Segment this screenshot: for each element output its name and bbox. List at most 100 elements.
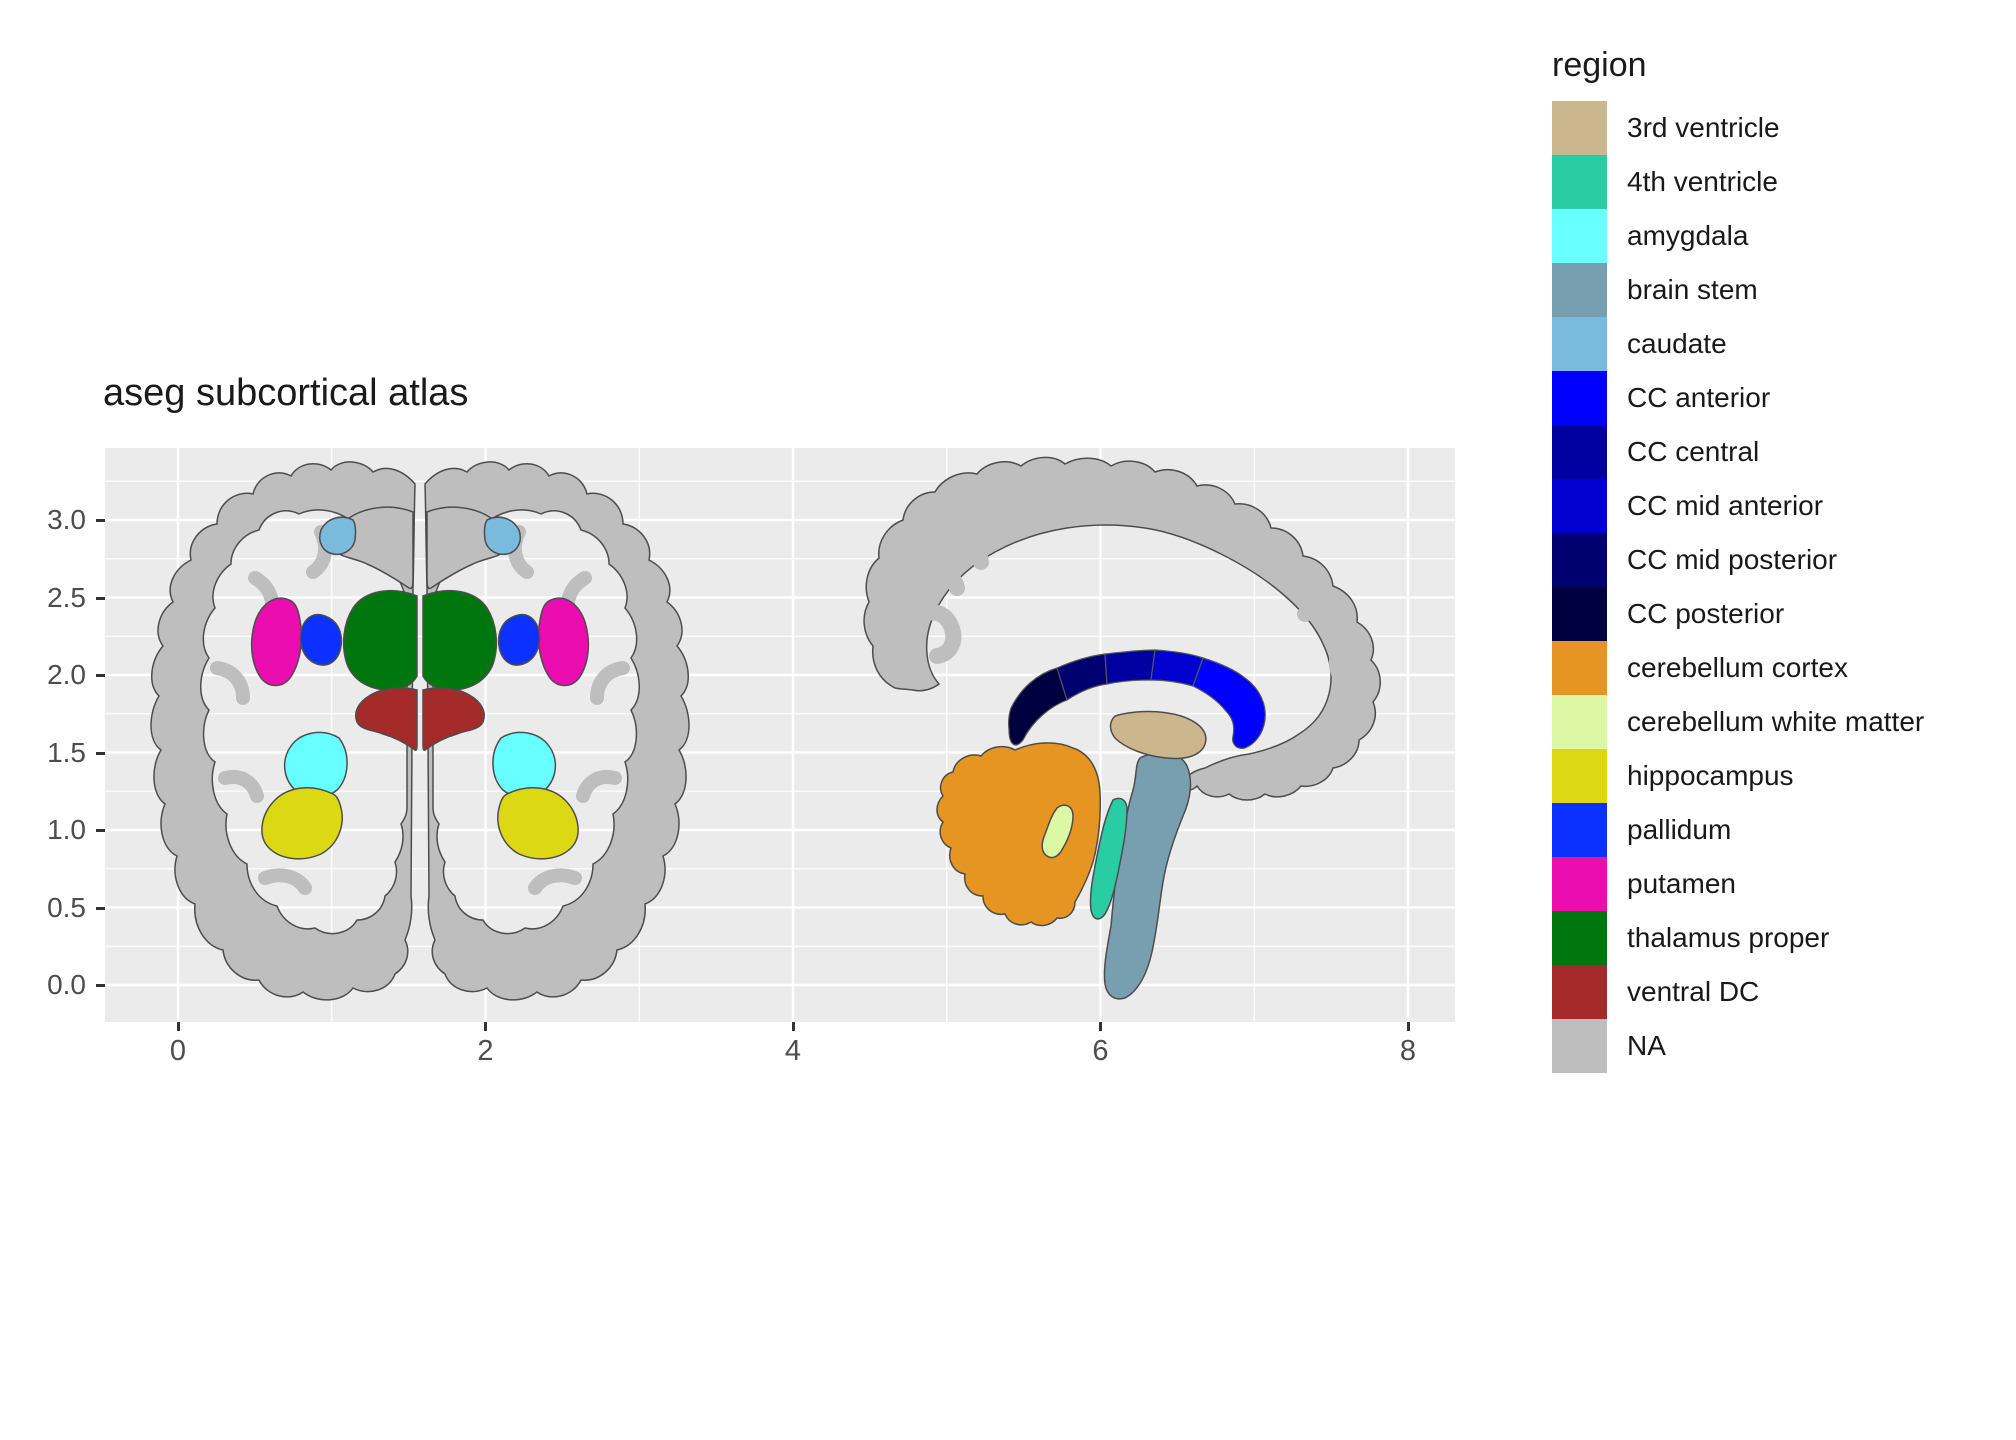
legend-item: ventral DC [1552,965,1924,1019]
legend-swatch [1552,263,1607,317]
x-axis-label: 6 [1092,1035,1109,1067]
legend-swatch [1552,803,1607,857]
cc-posterior-shape [1008,667,1068,746]
axis-tick [96,829,105,832]
legend-label: NA [1627,1030,1666,1061]
coronal-left-hemisphere [150,461,418,1001]
y-axis-label: 0.0 [47,969,86,1000]
y-axis-label: 2.5 [47,581,86,613]
legend-item: 3rd ventricle [1552,101,1924,155]
legend-label: caudate [1627,328,1727,359]
legend-swatch [1552,371,1607,425]
legend-item: cerebellum white matter [1552,695,1924,749]
legend-swatch [1552,209,1607,263]
legend-item: 4th ventricle [1552,155,1924,209]
legend-label: pallidum [1627,814,1732,845]
legend-label: CC anterior [1627,382,1771,413]
legend-swatch [1552,965,1607,1019]
legend-label: 4th ventricle [1627,166,1778,197]
legend-label: CC mid posterior [1627,544,1838,575]
legend-item: CC mid anterior [1552,479,1924,533]
legend-label: CC posterior [1627,598,1785,629]
legend-swatch [1552,533,1607,587]
pallidum-shape [299,613,343,666]
legend-item: hippocampus [1552,749,1924,803]
axis-tick [96,519,105,522]
coronal-slice [150,461,689,1001]
axis-tick [176,1022,180,1031]
legend-label: brain stem [1627,274,1758,305]
caudate-shape [319,516,357,556]
sulci-squiggles [909,505,1351,688]
plot-title: aseg subcortical atlas [103,372,469,414]
legend-item: brain stem [1552,263,1924,317]
legend-label: 3rd ventricle [1627,112,1780,143]
y-axis-label: 0.5 [47,891,86,923]
third-ventricle-shape [1109,710,1207,760]
legend-swatch [1552,155,1607,209]
axis-tick [96,596,105,600]
legend-label: cerebellum white matter [1627,706,1925,737]
legend-item: CC central [1552,425,1924,479]
legend-label: cerebellum cortex [1627,652,1848,683]
legend-label: thalamus proper [1627,922,1830,953]
cortex-ribbon [863,456,1381,801]
legend-swatch [1552,317,1607,371]
legend-label: CC mid anterior [1627,490,1824,521]
axis-tick [96,906,105,910]
coronal-right-hemisphere-mirror [423,462,689,1000]
plot-panel [105,448,1455,1022]
axis-tick [484,1022,487,1031]
legend-swatch [1552,749,1607,803]
legend-item: thalamus proper [1552,911,1924,965]
x-axis-label: 8 [1399,1035,1417,1067]
y-axis-label: 3.0 [47,504,86,535]
ventral-dc-shape [355,687,418,751]
legend-item: CC mid posterior [1552,533,1924,587]
hippocampus-shape [261,787,343,860]
cerebellum-white-matter-shape [1041,804,1074,859]
plot-svg [105,448,1455,1022]
x-axis-label: 0 [169,1035,187,1067]
axis-tick [791,1022,795,1031]
legend: region 3rd ventricle 4th ventricle amygd… [1552,46,1924,1073]
legend-swatch [1552,101,1607,155]
x-axis-label: 4 [784,1035,802,1067]
legend-item: cerebellum cortex [1552,641,1924,695]
legend-swatch [1552,1019,1607,1073]
cerebellum-cortex-shape [936,742,1101,927]
legend-item: amygdala [1552,209,1924,263]
cc-central-shape [1104,649,1156,685]
legend-title: region [1552,46,1647,84]
legend-label: amygdala [1627,220,1749,251]
axis-tick [96,984,105,987]
legend-swatch [1552,911,1607,965]
y-axis-label: 1.0 [47,814,86,845]
legend-swatch [1552,857,1607,911]
axis-tick [96,674,105,677]
legend-item: NA [1552,1019,1924,1073]
legend-label: ventral DC [1627,976,1760,1007]
fourth-ventricle-shape [1089,797,1128,920]
gridlines-major [105,448,1455,1022]
axis-tick [1099,1022,1102,1031]
cortex-ribbon [150,461,416,1001]
legend-item: putamen [1552,857,1924,911]
thalamus-proper-shape [342,589,418,691]
legend-item: pallidum [1552,803,1924,857]
legend-swatch [1552,425,1607,479]
legend-swatch [1552,641,1607,695]
legend-label: hippocampus [1627,760,1794,791]
legend-item: caudate [1552,317,1924,371]
legend-label: CC central [1627,436,1760,467]
sagittal-slice [863,456,1381,1000]
putamen-shape [250,597,303,687]
axis-tick [96,751,105,755]
y-axis-label: 1.5 [47,736,86,768]
legend-swatch [1552,587,1607,641]
legend-label: putamen [1627,868,1736,899]
y-axis-label: 2.0 [47,659,86,690]
legend-item: CC anterior [1552,371,1924,425]
x-axis-label: 2 [477,1035,494,1067]
